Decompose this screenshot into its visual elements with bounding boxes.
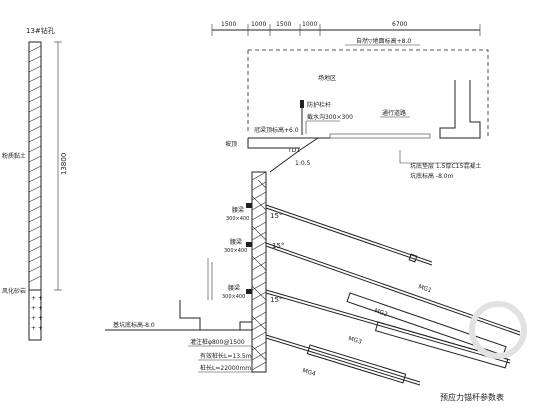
borehole-label: 13#钻孔 — [26, 26, 55, 35]
dim-1: 1500 — [221, 21, 236, 28]
angle-1: 15° — [270, 212, 282, 220]
svg-text:+ +: + + — [31, 305, 43, 312]
right-retaining-wall — [439, 80, 481, 139]
waling-markers — [246, 203, 252, 294]
pile-spec-label: 桩长L=22000mm — [200, 364, 251, 372]
slope-top-label: 坡顶 — [225, 140, 237, 148]
slope-top — [247, 138, 300, 149]
fence-label: 通行道路 — [382, 109, 406, 117]
anchor-4 — [265, 334, 421, 383]
road-slab — [329, 133, 431, 139]
pile-len-label: 有效桩长L=13.5m — [200, 352, 252, 360]
drain-ditch-label: 截水沟300×300 — [307, 113, 353, 121]
anchor-3-label: 腰梁 — [228, 284, 240, 292]
top-beam-label: 冠梁顶标高+6.0 — [254, 126, 299, 134]
site-area-label: 场地区 — [318, 74, 336, 82]
dim-2: 1000 — [251, 21, 266, 28]
anchor-2-bond — [346, 292, 507, 356]
watermark — [469, 301, 527, 359]
anchor-2-size: 300×400 — [224, 248, 247, 254]
svg-text:+ +: + + — [31, 315, 43, 322]
mg3-label: MG3 — [347, 335, 362, 346]
angle-2: 15° — [272, 242, 284, 250]
handrail-label: 防护栏杆 — [307, 101, 331, 109]
borehole-rock-dots: + + + + + + + + — [31, 295, 43, 332]
caption: 预应力锚杆参数表 — [440, 392, 504, 402]
dim-3: 1500 — [276, 21, 291, 28]
anchor-1-size: 300×400 — [226, 216, 249, 222]
svg-text:+ +: + + — [31, 295, 43, 302]
svg-text:+ +: + + — [31, 325, 43, 332]
layer-top-label: 粉质黏土 — [2, 152, 26, 160]
borehole-hatch-upper — [28, 45, 42, 283]
mg1-label: MG1 — [417, 283, 432, 294]
mg4-label: MG4 — [301, 367, 316, 378]
pile-wall-hatch — [251, 171, 267, 371]
pile-note: 灌注桩φ800@1500 — [190, 338, 245, 346]
anchor-1-label: 腰梁 — [232, 206, 244, 214]
pile-wall — [251, 171, 267, 373]
borehole-rock-layer — [28, 289, 42, 341]
angle-3: 15° — [270, 296, 282, 304]
anchor-1-free — [265, 204, 433, 263]
anchor-3-bond — [374, 321, 509, 369]
dim-5: 6700 — [392, 21, 407, 28]
slope-mark: TD1 — [287, 147, 300, 154]
slope-ratio: 1:0.5 — [295, 160, 311, 167]
layer-bottom-label: 风化砂岩 — [2, 287, 26, 295]
anchor-4-bond — [306, 344, 407, 384]
anchor-2 — [265, 242, 521, 333]
pump-note-2: 坑底标高 -8.0m — [410, 172, 454, 180]
depth-label: 13800 — [60, 153, 68, 175]
pump-note-1: 坑底垫层 1.5厚C15混凝土 — [410, 162, 481, 170]
site-boundary-dashed — [248, 49, 489, 138]
mg2-label: MG2 — [373, 307, 388, 318]
slope-face — [269, 137, 319, 173]
anchor-3-size: 300×400 — [222, 294, 245, 300]
base-footing — [179, 300, 252, 331]
base-elev-label: 基坑底标高-8.0 — [113, 321, 155, 329]
anchor-2-label: 腰梁 — [230, 238, 242, 246]
ground-elev-label: 自然▽地面标高+8.0 — [356, 37, 411, 45]
dim-4: 1000 — [302, 21, 317, 28]
